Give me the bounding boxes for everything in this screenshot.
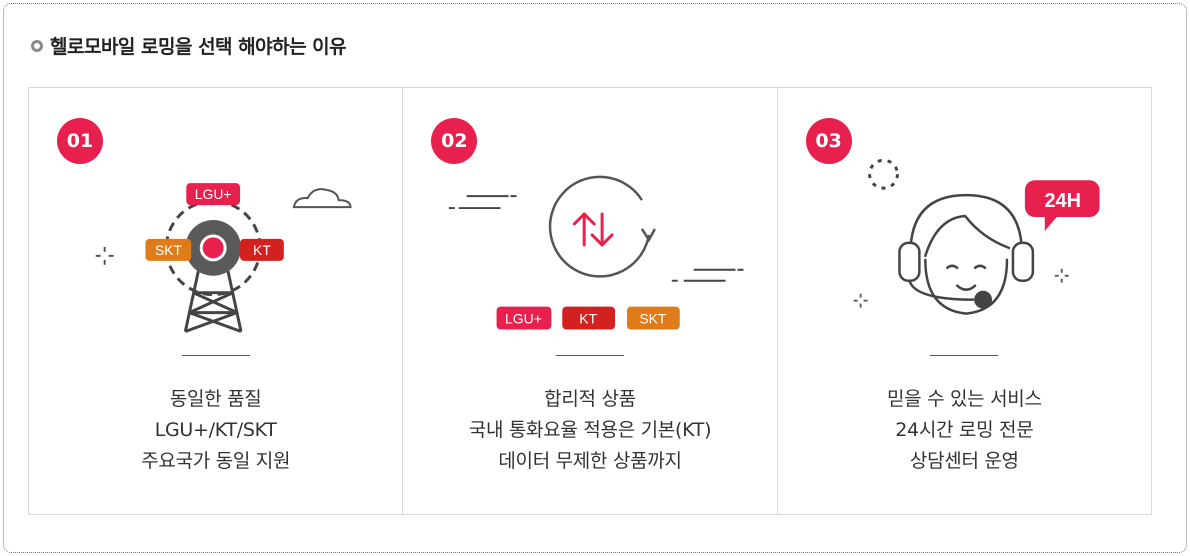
card-number-badge: 01 (57, 118, 103, 164)
reason-card-price: 02 (403, 88, 778, 514)
card-description: 합리적 상품 국내 통화요율 적용은 기본(KT) 데이터 무제한 상품까지 (403, 384, 776, 477)
tag-skt: SKT (145, 238, 192, 261)
section-heading: 헬로모바일 로밍을 선택 해야하는 이유 (31, 32, 347, 59)
card-description: 믿을 수 있는 서비스 24시간 로밍 전문 상담센터 운영 (778, 384, 1151, 477)
divider (555, 355, 624, 356)
cloud-icon (292, 188, 352, 209)
card-description: 동일한 품질 LGU+/KT/SKT 주요국가 동일 지원 (29, 384, 402, 477)
card-line: LGU+/KT/SKT (154, 419, 277, 441)
card-line: 데이터 무제한 상품까지 (498, 450, 682, 472)
reason-cards: 01 (28, 87, 1152, 515)
refresh-circle-icon (549, 175, 651, 278)
card-title: 믿을 수 있는 서비스 (886, 388, 1042, 410)
sparkle-icon (95, 246, 114, 265)
section-title: 헬로모바일 로밍을 선택 해야하는 이유 (50, 36, 347, 58)
exchange-arrows-icon: LGU+ KT SKT (449, 175, 744, 330)
card-line: 주요국가 동일 지원 (141, 450, 291, 472)
bullet-icon (31, 39, 43, 52)
tag-lgu-label: LGU+ (505, 311, 542, 327)
divider (181, 355, 250, 356)
tag-skt-label: SKT (640, 311, 668, 327)
sparkle-icon (853, 268, 1069, 308)
divider (930, 355, 999, 356)
badge-24h: 24H (1044, 190, 1081, 212)
headset-agent-icon: 24H (853, 158, 1100, 315)
tag-lgu: LGU+ (186, 183, 241, 206)
card-number-badge: 02 (431, 118, 478, 164)
tag-kt-label: KT (580, 311, 598, 327)
card-title: 동일한 품질 (169, 388, 262, 410)
card-line: 상담센터 운영 (909, 450, 1019, 472)
card-line: 24시간 로밍 전문 (895, 419, 1034, 441)
speech-bubble-icon: 24H (1024, 180, 1100, 231)
tag-lgu-label: LGU+ (195, 186, 232, 202)
card-title: 합리적 상품 (544, 388, 636, 410)
reason-card-quality: 01 (29, 88, 404, 514)
antenna-tower-icon: LGU+ SKT KT (95, 183, 352, 333)
card-line: 국내 통화요율 적용은 기본(KT) (468, 419, 712, 441)
tag-skt-label: SKT (155, 242, 183, 258)
reason-card-support: 03 (778, 88, 1151, 514)
tag-kt: KT (240, 238, 284, 261)
tag-kt-label: KT (253, 242, 271, 258)
card-number-badge: 03 (805, 118, 852, 164)
reasons-panel: 헬로모바일 로밍을 선택 해야하는 이유 (3, 3, 1187, 553)
